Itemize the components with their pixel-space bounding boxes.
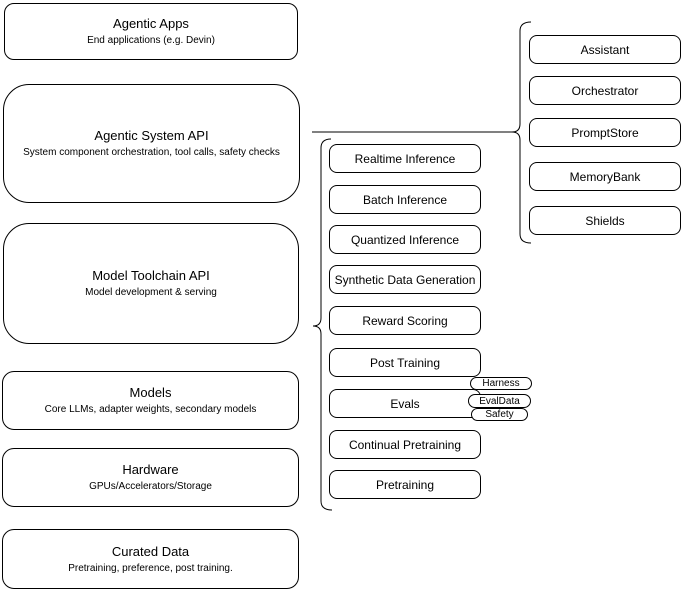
node-label: Orchestrator bbox=[571, 83, 639, 98]
node-label: Realtime Inference bbox=[354, 151, 456, 166]
node-promptstore: PromptStore bbox=[529, 118, 681, 147]
node-reward-scoring: Reward Scoring bbox=[329, 306, 481, 335]
node-models: Models Core LLMs, adapter weights, secon… bbox=[2, 371, 299, 430]
node-title: Hardware bbox=[122, 462, 179, 477]
node-evals: Evals bbox=[329, 389, 481, 418]
node-orchestrator: Orchestrator bbox=[529, 76, 681, 105]
node-title: Curated Data bbox=[111, 543, 190, 559]
node-assistant: Assistant bbox=[529, 35, 681, 64]
node-subtitle: Model development & serving bbox=[85, 287, 217, 298]
node-label: MemoryBank bbox=[569, 169, 641, 184]
pill-label: EvalData bbox=[479, 395, 520, 407]
node-title: Agentic System API bbox=[94, 128, 209, 143]
node-title: Agentic Apps bbox=[113, 16, 189, 31]
node-label: Continual Pretraining bbox=[348, 437, 462, 452]
node-post-training: Post Training bbox=[329, 348, 481, 377]
node-curated-data: Curated Data Pretraining, preference, po… bbox=[2, 529, 299, 589]
eval-tag-harness: Harness bbox=[470, 377, 532, 390]
node-subtitle: Pretraining, preference, post training. bbox=[68, 562, 233, 574]
node-label: Reward Scoring bbox=[362, 313, 448, 328]
node-pretraining: Pretraining bbox=[329, 470, 481, 499]
node-hardware: Hardware GPUs/Accelerators/Storage bbox=[2, 448, 299, 507]
node-quantized-inference: Quantized Inference bbox=[329, 225, 481, 254]
node-label: Batch Inference bbox=[362, 192, 448, 207]
node-synthetic-data-generation: Synthetic Data Generation bbox=[329, 265, 481, 294]
node-label: Evals bbox=[390, 396, 420, 411]
node-label: Shields bbox=[585, 213, 625, 228]
node-subtitle: End applications (e.g. Devin) bbox=[87, 35, 215, 46]
node-label: Quantized Inference bbox=[350, 232, 460, 247]
node-label: Synthetic Data Generation bbox=[334, 272, 476, 287]
node-continual-pretraining: Continual Pretraining bbox=[329, 430, 481, 459]
node-label: Pretraining bbox=[375, 477, 435, 492]
pill-label: Harness bbox=[482, 378, 520, 389]
node-title: Models bbox=[129, 385, 172, 400]
node-label: Assistant bbox=[580, 42, 630, 57]
node-shields: Shields bbox=[529, 206, 681, 235]
eval-tag-safety: Safety bbox=[471, 408, 528, 421]
node-subtitle: System component orchestration, tool cal… bbox=[23, 147, 280, 158]
node-memorybank: MemoryBank bbox=[529, 162, 681, 191]
node-batch-inference: Batch Inference bbox=[329, 185, 481, 214]
node-label: Post Training bbox=[369, 355, 441, 370]
eval-tag-evaldata: EvalData bbox=[468, 394, 531, 408]
node-label: PromptStore bbox=[571, 125, 639, 140]
node-agentic-system-api: Agentic System API System component orch… bbox=[3, 84, 300, 203]
node-realtime-inference: Realtime Inference bbox=[329, 144, 481, 173]
node-subtitle: Core LLMs, adapter weights, secondary mo… bbox=[44, 404, 257, 415]
node-agentic-apps: Agentic Apps End applications (e.g. Devi… bbox=[4, 3, 298, 60]
node-title: Model Toolchain API bbox=[92, 268, 210, 283]
node-subtitle: GPUs/Accelerators/Storage bbox=[89, 481, 212, 492]
node-model-toolchain-api: Model Toolchain API Model development & … bbox=[3, 223, 299, 344]
pill-label: Safety bbox=[485, 409, 514, 420]
